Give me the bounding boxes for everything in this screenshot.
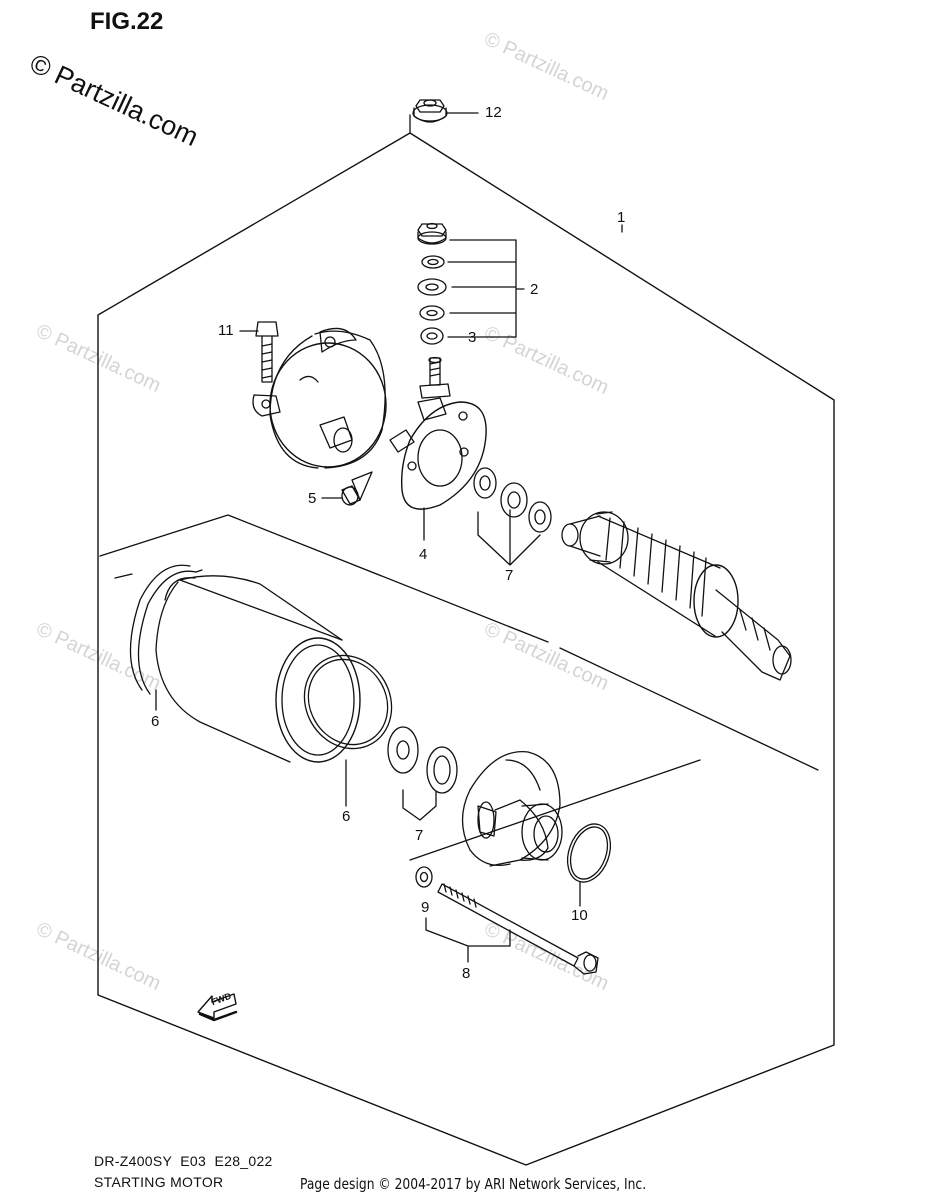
inner-frame-lower	[115, 574, 818, 860]
callout-4: 4	[419, 546, 428, 563]
inner-frame-upper	[100, 515, 548, 642]
model-code: DR-Z400SY E03 E28_022	[94, 1153, 273, 1169]
callout-12: 12	[485, 104, 502, 121]
washer-3	[421, 328, 443, 344]
callout-5: 5	[308, 490, 317, 507]
callout-7-upper: 7	[505, 567, 514, 584]
washer-7b	[501, 483, 527, 517]
page-credit: Page design © 2004-2017 by ARI Network S…	[300, 1175, 647, 1193]
washer-7d	[388, 727, 418, 773]
o-ring-6-upper	[130, 565, 202, 694]
through-bolt-8	[438, 884, 598, 974]
section-name: STARTING MOTOR	[94, 1174, 224, 1190]
callout-9: 9	[421, 899, 430, 916]
callout-7-lower: 7	[415, 827, 424, 844]
leader-7-lower	[403, 790, 436, 820]
o-ring-10	[560, 818, 618, 888]
callout-8: 8	[462, 965, 471, 982]
washer-2b	[418, 279, 446, 295]
front-housing	[463, 752, 563, 866]
terminal-bolt	[420, 358, 450, 399]
washer-7e	[427, 747, 457, 793]
leader-7-upper	[478, 510, 540, 565]
callout-2: 2	[530, 281, 539, 298]
o-ring-6-lower	[288, 639, 409, 764]
washer-2a	[422, 256, 444, 268]
terminal-nut	[418, 224, 446, 245]
callout-11: 11	[218, 322, 234, 339]
callout-3: 3	[468, 329, 477, 346]
leader-2	[448, 240, 524, 337]
flange-nut-12	[413, 100, 447, 122]
brush-holder-4	[390, 398, 486, 509]
figure-title: FIG.22	[90, 8, 164, 35]
motor-yoke	[156, 576, 360, 762]
washer-7a	[474, 468, 496, 498]
washer-2c	[420, 306, 444, 320]
washer-9	[416, 867, 432, 887]
armature	[562, 512, 791, 680]
rear-cover	[253, 328, 386, 468]
brush-5	[342, 472, 372, 505]
callout-1: 1	[617, 209, 626, 226]
washer-7c	[529, 502, 551, 532]
fwd-arrow-icon	[198, 994, 236, 1020]
callout-6-right: 6	[342, 808, 351, 825]
callout-10: 10	[571, 907, 588, 924]
callout-6-left: 6	[151, 713, 160, 730]
leader-8-9	[426, 918, 510, 962]
bolt-11	[256, 322, 278, 382]
